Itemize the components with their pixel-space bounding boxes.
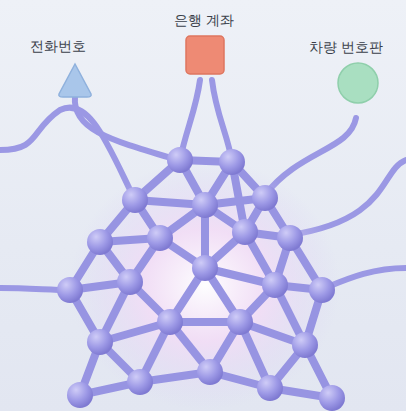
icon-shape (338, 63, 378, 103)
ball (232, 219, 258, 245)
wire (75, 96, 178, 160)
ball (252, 185, 278, 211)
ball (319, 385, 345, 411)
ball (157, 309, 183, 335)
ball (192, 255, 218, 281)
ball (219, 149, 245, 175)
circle-icon (337, 62, 379, 104)
rod-group (70, 160, 332, 398)
node-label: 차량 번호판 (307, 38, 385, 56)
ball (67, 382, 93, 408)
node-label: 전화번호 (28, 37, 88, 55)
icon-node: 은행 계좌 (172, 11, 236, 75)
triangle-icon (56, 61, 94, 99)
ball (192, 192, 218, 218)
ball (57, 277, 83, 303)
ball (257, 375, 283, 401)
icon-shape (186, 36, 224, 74)
glow (70, 160, 340, 410)
ball (87, 229, 113, 255)
wire (0, 107, 135, 200)
icon-node: 전화번호 (28, 37, 88, 99)
ball (309, 277, 335, 303)
ball-group (57, 147, 345, 411)
node-label: 은행 계좌 (172, 11, 236, 29)
ball (122, 187, 148, 213)
ball (277, 225, 303, 251)
ball (127, 369, 153, 395)
ball (167, 147, 193, 173)
ball (147, 225, 173, 251)
ball (117, 269, 143, 295)
ball (227, 309, 253, 335)
ball (262, 272, 288, 298)
icon-node: 차량 번호판 (307, 38, 385, 104)
ball (87, 329, 113, 355)
icon-shape (59, 64, 91, 97)
ball (197, 359, 223, 385)
ball (292, 332, 318, 358)
square-icon (185, 35, 225, 75)
